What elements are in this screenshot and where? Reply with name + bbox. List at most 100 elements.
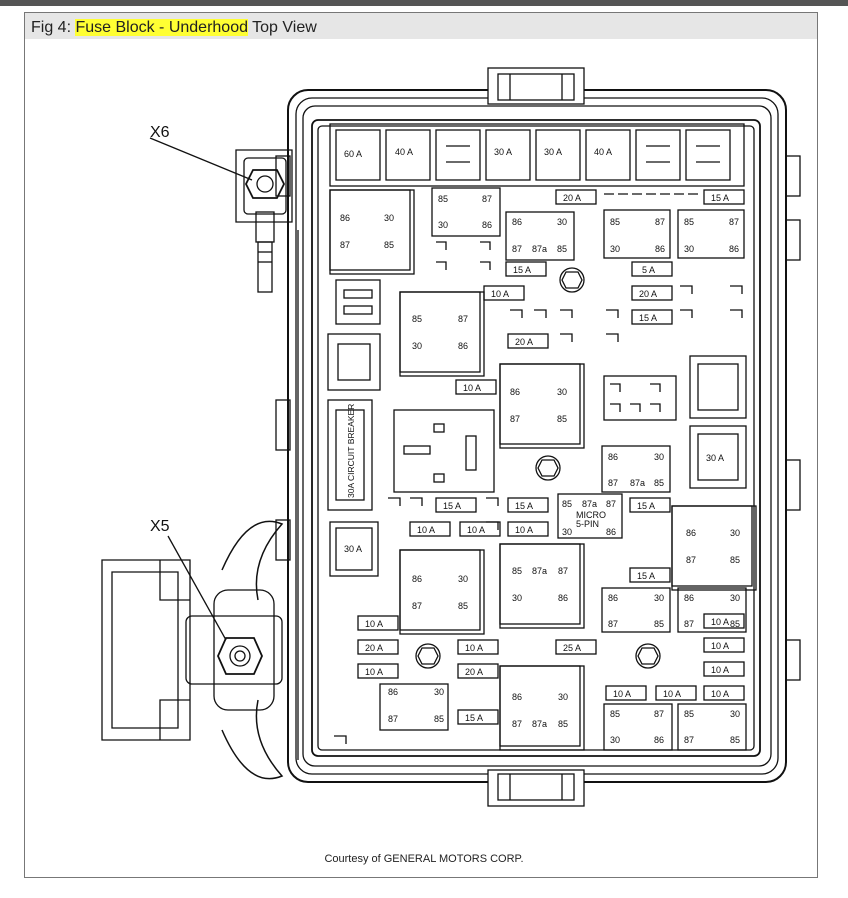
pin-label: 30 <box>730 593 740 603</box>
maxi-fuse-label: 40 A <box>594 147 612 157</box>
mini-fuse <box>457 639 499 655</box>
pin-label: 87 <box>558 566 568 576</box>
relay <box>601 587 671 633</box>
fuse-label: 10 A <box>515 525 533 535</box>
figure-title-prefix: Fig 4: <box>31 19 76 36</box>
fuse-label: 30 A <box>344 544 362 554</box>
fuse-label: 5 A <box>642 265 655 275</box>
pin-label: 86 <box>482 220 492 230</box>
circuit-breaker: 30A CIRCUIT BREAKER <box>327 399 373 511</box>
pin-label: 85 <box>562 499 572 509</box>
pin-label: 85 <box>730 619 740 629</box>
mini-fuse <box>357 639 399 655</box>
fuse-label: 10 A <box>463 383 481 393</box>
pin-label: 86 <box>558 593 568 603</box>
fuse-label: 10 A <box>711 617 729 627</box>
pin-label: 30 <box>684 244 694 254</box>
cartridge-fuse <box>689 425 747 489</box>
pin-label: 85 <box>654 478 664 488</box>
fuse-label: 10 A <box>711 689 729 699</box>
pin-label: 87 <box>608 619 618 629</box>
pin-label: 87a <box>532 566 547 576</box>
pin-label: 85 <box>684 217 694 227</box>
fuse-label: 15 A <box>637 501 655 511</box>
pin-label: 87 <box>458 314 468 324</box>
fuse-label: 15 A <box>515 501 533 511</box>
mini-fuse <box>703 613 745 629</box>
maxi-fuse-label: 30 A <box>494 147 512 157</box>
fuse-label: 20 A <box>563 193 581 203</box>
maxi-fuse-row: 60 A 40 A 30 A 30 A 40 A <box>329 123 745 187</box>
figure-title-highlight: Fuse Block - Underhood <box>75 19 248 36</box>
pin-label: 30 <box>730 709 740 719</box>
pin-label: 30 <box>438 220 448 230</box>
callout-x5: X5 <box>150 518 170 535</box>
pin-label: 87 <box>655 217 665 227</box>
cartridge-fuse <box>329 521 379 577</box>
relay <box>671 505 757 591</box>
relay <box>399 291 485 377</box>
mini-fuse <box>459 521 501 537</box>
pin-label: 85 <box>458 601 468 611</box>
pin-label: 85 <box>558 719 568 729</box>
figure-title-suffix: Top View <box>248 19 317 36</box>
pin-label: 30 <box>557 217 567 227</box>
fuse-label: 15 A <box>637 571 655 581</box>
fuse-label: 10 A <box>365 667 383 677</box>
x5-stud <box>101 520 284 780</box>
pin-label: 85 <box>730 735 740 745</box>
relay <box>499 543 585 629</box>
pin-label: 87 <box>512 719 522 729</box>
pin-label: 85 <box>610 217 620 227</box>
pin-label: 85 <box>610 709 620 719</box>
fuse-label: 10 A <box>465 643 483 653</box>
fuse-label: 15 A <box>513 265 531 275</box>
pin-label: 85 <box>434 714 444 724</box>
mini-fuse <box>507 521 549 537</box>
pin-label: 87 <box>340 240 350 250</box>
pin-label: 87 <box>510 414 520 424</box>
pin-label: 85 <box>557 414 567 424</box>
empty-fuse-slots <box>334 193 743 744</box>
relay <box>677 703 747 751</box>
mini-fuse <box>555 639 597 655</box>
fuse-label: 10 A <box>467 525 485 535</box>
pin-label: 30 <box>654 452 664 462</box>
maxi-fuse-label: 40 A <box>395 147 413 157</box>
pin-label: 85 <box>684 709 694 719</box>
mini-fuse <box>631 309 673 325</box>
pin-label: 86 <box>686 528 696 538</box>
pin-label: 87a <box>532 719 547 729</box>
mini-fuse <box>435 497 477 513</box>
relay <box>601 445 671 493</box>
relay <box>399 549 485 635</box>
fuse-label: 10 A <box>613 689 631 699</box>
mini-fuse <box>629 497 671 513</box>
pin-label: 86 <box>655 244 665 254</box>
breaker-label: 30A CIRCUIT BREAKER <box>346 404 356 498</box>
fuse-label: 10 A <box>491 289 509 299</box>
mini-fuse <box>703 661 745 677</box>
pin-label: 87a <box>630 478 645 488</box>
relay <box>677 209 745 259</box>
micro-label: MICRO <box>576 510 606 520</box>
figure-frame <box>24 12 818 878</box>
mini-fuse <box>483 285 525 301</box>
pin-label: 86 <box>512 217 522 227</box>
pin-label: 87 <box>684 735 694 745</box>
pin-label: 86 <box>510 387 520 397</box>
pin-label: 85 <box>557 244 567 254</box>
fuse-label: 10 A <box>417 525 435 535</box>
relay <box>677 587 747 633</box>
fuse-label: 10 A <box>365 619 383 629</box>
pin-label: 87 <box>654 709 664 719</box>
fuse-label: 15 A <box>711 193 729 203</box>
mini-fuse <box>631 261 673 277</box>
pin-label: 30 <box>610 244 620 254</box>
pin-label: 30 <box>654 593 664 603</box>
pin-label: 85 <box>412 314 422 324</box>
mini-fuse <box>357 663 399 679</box>
mini-fuse <box>655 685 697 701</box>
pin-label: 86 <box>412 574 422 584</box>
pin-label: 87 <box>684 619 694 629</box>
